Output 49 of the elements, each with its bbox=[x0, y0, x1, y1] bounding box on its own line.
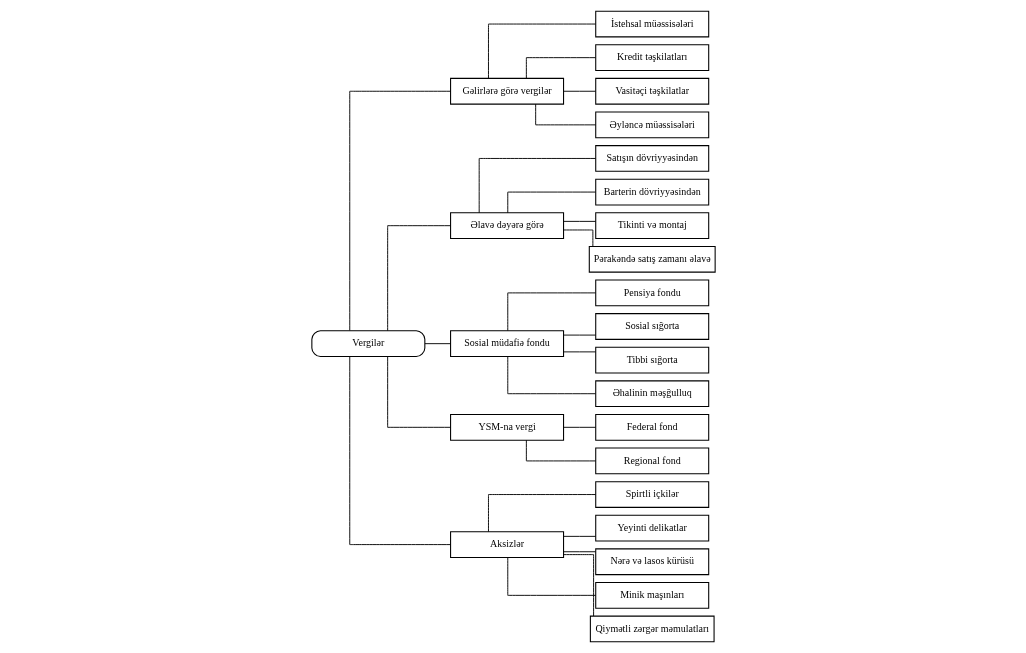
node-box: Vergilər bbox=[310, 330, 425, 358]
connector bbox=[487, 494, 596, 533]
node-box: Pərakəndə satış zamanı əlavə bbox=[588, 245, 716, 273]
connector bbox=[487, 23, 596, 79]
connector bbox=[506, 292, 596, 332]
connector bbox=[562, 351, 596, 353]
connector bbox=[562, 220, 596, 222]
connector bbox=[562, 554, 594, 617]
connector bbox=[562, 551, 596, 553]
node-box: Kredit təşkilatları bbox=[594, 44, 709, 72]
node-box: Qiymətli zərgər məmulatları bbox=[589, 615, 715, 643]
node-box: Vasitəçi təşkilatlar bbox=[594, 77, 709, 105]
node-box: Tibbi sığorta bbox=[594, 346, 709, 374]
node-box: Satışın dövriyyəsindən bbox=[594, 145, 709, 172]
node-box: Barterin dövriyyəsindən bbox=[594, 178, 709, 206]
node-box: Spirtli içkilər bbox=[594, 481, 709, 508]
node-box: Gəlirlərə görə vergilər bbox=[449, 77, 564, 105]
connector bbox=[525, 439, 596, 462]
connector bbox=[348, 90, 451, 331]
node-box: Minik maşınları bbox=[594, 581, 709, 609]
node-box: İstehsal müəssisələri bbox=[594, 10, 709, 38]
connector bbox=[506, 191, 596, 214]
connector bbox=[386, 225, 451, 332]
node-box: Sosial sığorta bbox=[594, 313, 709, 340]
node-box: YSM-na vergi bbox=[449, 413, 564, 441]
node-box: Əyləncə müəssisələri bbox=[594, 111, 709, 139]
connector bbox=[348, 356, 451, 546]
node-box: Sosial müdafiə fondu bbox=[449, 330, 564, 358]
connector bbox=[386, 356, 451, 428]
connector bbox=[525, 57, 596, 79]
connector bbox=[562, 426, 596, 428]
node-box: Pensiya fondu bbox=[594, 279, 709, 307]
connector bbox=[424, 343, 451, 345]
connector bbox=[534, 103, 596, 126]
node-box: Tikinti və montaj bbox=[594, 212, 709, 240]
node-box: Nərə və lasos kürüsü bbox=[594, 548, 709, 576]
connector bbox=[478, 158, 596, 214]
connector bbox=[562, 535, 596, 537]
node-box: Əhalinin məşğulluq bbox=[594, 380, 709, 408]
node-box: Yeyinti delikatlar bbox=[594, 514, 709, 542]
connector bbox=[506, 356, 596, 395]
connector bbox=[506, 557, 596, 596]
connector bbox=[562, 90, 596, 92]
connector bbox=[562, 334, 596, 336]
node-box: Federal fond bbox=[594, 413, 709, 441]
node-box: Aksizlər bbox=[449, 531, 564, 558]
node-box: Regional fond bbox=[594, 447, 709, 475]
node-box: Əlavə dəyərə görə bbox=[449, 212, 564, 240]
connector bbox=[562, 229, 593, 247]
